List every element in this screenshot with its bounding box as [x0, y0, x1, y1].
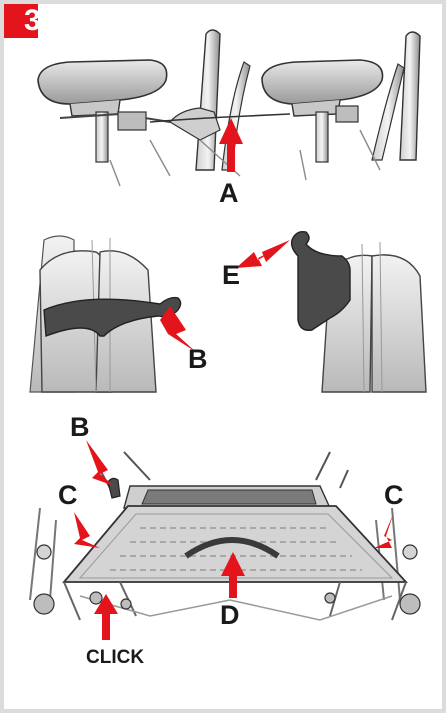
tube-pair-left — [30, 236, 181, 392]
label-a: A — [219, 180, 239, 207]
clip-b-part — [44, 298, 181, 336]
label-d: D — [220, 602, 240, 629]
seat-illustration-left — [38, 30, 250, 186]
tube-pair-right — [292, 232, 426, 392]
connecting-cable — [150, 114, 290, 122]
label-c-left: C — [58, 482, 78, 509]
seat-illustration-right — [262, 32, 420, 180]
step-number: 3 — [24, 6, 41, 36]
label-b-bottom: B — [70, 414, 90, 441]
label-b-top: B — [188, 346, 208, 373]
label-e: E — [222, 262, 240, 289]
label-c-right: C — [384, 482, 404, 509]
arrow-b-bottom — [86, 440, 114, 486]
arrow-e — [236, 240, 290, 268]
label-click: CLICK — [86, 648, 144, 667]
